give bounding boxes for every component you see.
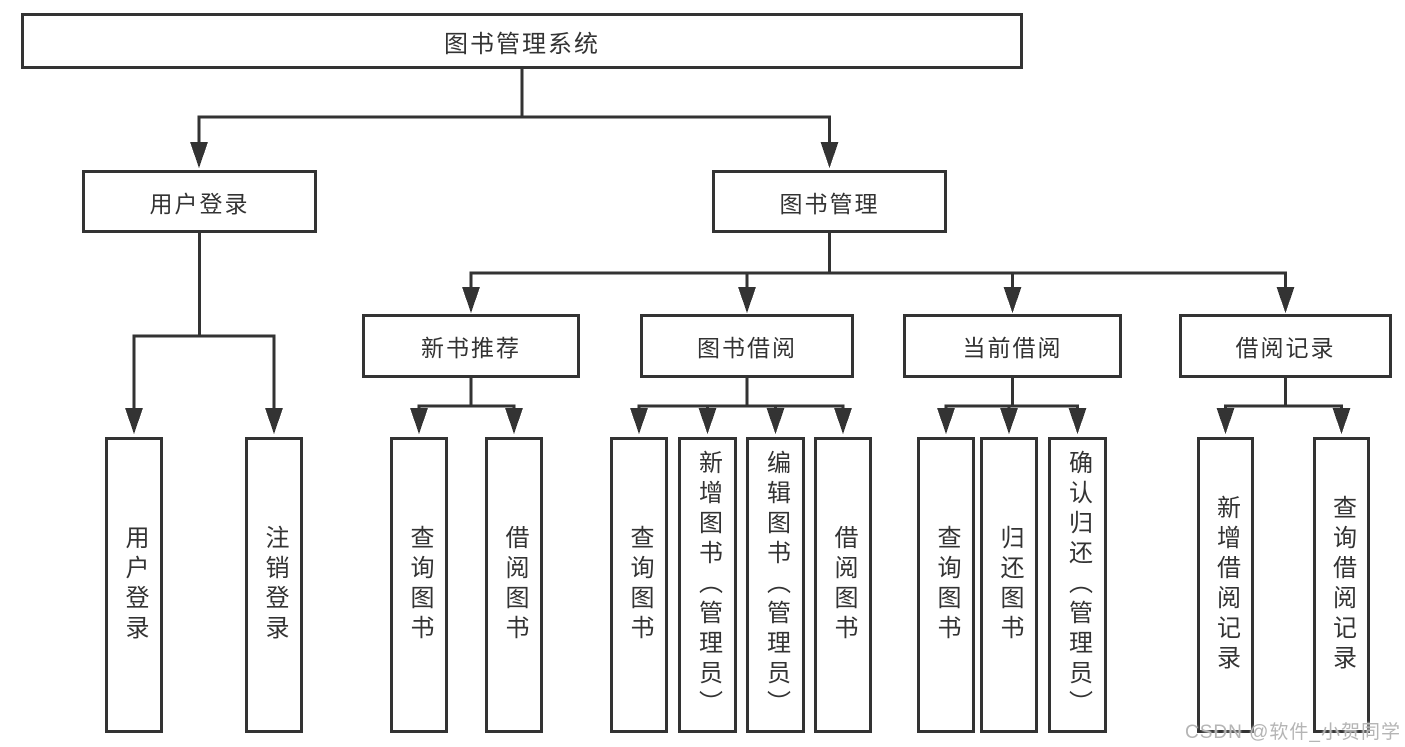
connector-new-book-to-leaves [410,378,523,434]
leaf-query-book-under-current-borrow-label: 查询图书 [933,525,960,645]
leaf-query-book-under-current-borrow: 查询图书 [917,437,975,733]
node-book-borrow-label: 图书借阅 [697,335,797,361]
leaf-borrow-book-under-book-borrow: 借阅图书 [814,437,872,733]
leaf-borrow-book-under-book-borrow-label: 借阅图书 [830,525,857,645]
node-root-system-label: 图书管理系统 [444,30,600,58]
leaf-return-book-label: 归还图书 [996,525,1023,645]
leaf-query-book-under-book-borrow-label: 查询图书 [626,525,653,645]
leaf-edit-book-admin: 编辑图书（管理员） [746,437,805,733]
leaf-borrow-book-under-new-book-label: 借阅图书 [501,525,528,645]
node-current-borrow-label: 当前借阅 [962,335,1063,361]
node-current-borrow: 当前借阅 [903,314,1122,378]
leaf-confirm-return-admin-label: 确认归还（管理员） [1064,450,1092,720]
leaf-query-book-under-new-book: 查询图书 [390,437,448,733]
leaf-query-borrow-record: 查询借阅记录 [1313,437,1370,733]
leaf-query-borrow-record-label: 查询借阅记录 [1328,495,1356,675]
node-book-borrow: 图书借阅 [640,314,854,378]
leaf-return-book: 归还图书 [980,437,1038,733]
leaf-borrow-book-under-new-book: 借阅图书 [485,437,543,733]
leaf-user-login-label: 用户登录 [121,525,148,645]
connector-book-borrow-to-leaves [630,378,852,434]
connector-current-borrow-to-leaves [937,378,1087,434]
node-new-book-recommend: 新书推荐 [362,314,580,378]
node-book-management-label: 图书管理 [779,190,880,217]
node-borrow-record: 借阅记录 [1179,314,1392,378]
leaf-query-book-under-new-book-label: 查询图书 [406,525,433,645]
leaf-logout-label: 注销登录 [261,525,288,645]
connector-borrow-record-to-leaves [1216,378,1351,434]
node-new-book-recommend-label: 新书推荐 [421,335,521,361]
leaf-query-book-under-book-borrow: 查询图书 [610,437,668,733]
leaf-user-login: 用户登录 [105,437,163,733]
leaf-confirm-return-admin: 确认归还（管理员） [1048,437,1107,733]
node-user-login: 用户登录 [82,170,317,233]
connector-user-login-to-leaves [125,233,283,434]
leaf-add-borrow-record: 新增借阅记录 [1197,437,1254,733]
leaf-edit-book-admin-label: 编辑图书（管理员） [762,450,790,720]
csdn-watermark: CSDN @软件_小贺同学 [1185,722,1401,743]
connector-book-mgmt-to-level3 [462,233,1295,313]
node-root-system: 图书管理系统 [21,13,1023,69]
node-borrow-record-label: 借阅记录 [1235,335,1336,361]
node-book-management: 图书管理 [712,170,947,233]
node-user-login-label: 用户登录 [149,190,250,217]
leaf-add-borrow-record-label: 新增借阅记录 [1212,495,1240,675]
leaf-add-book-admin: 新增图书（管理员） [678,437,737,733]
connector-root-to-level2 [190,69,839,168]
leaf-add-book-admin-label: 新增图书（管理员） [694,450,722,720]
leaf-logout: 注销登录 [245,437,303,733]
